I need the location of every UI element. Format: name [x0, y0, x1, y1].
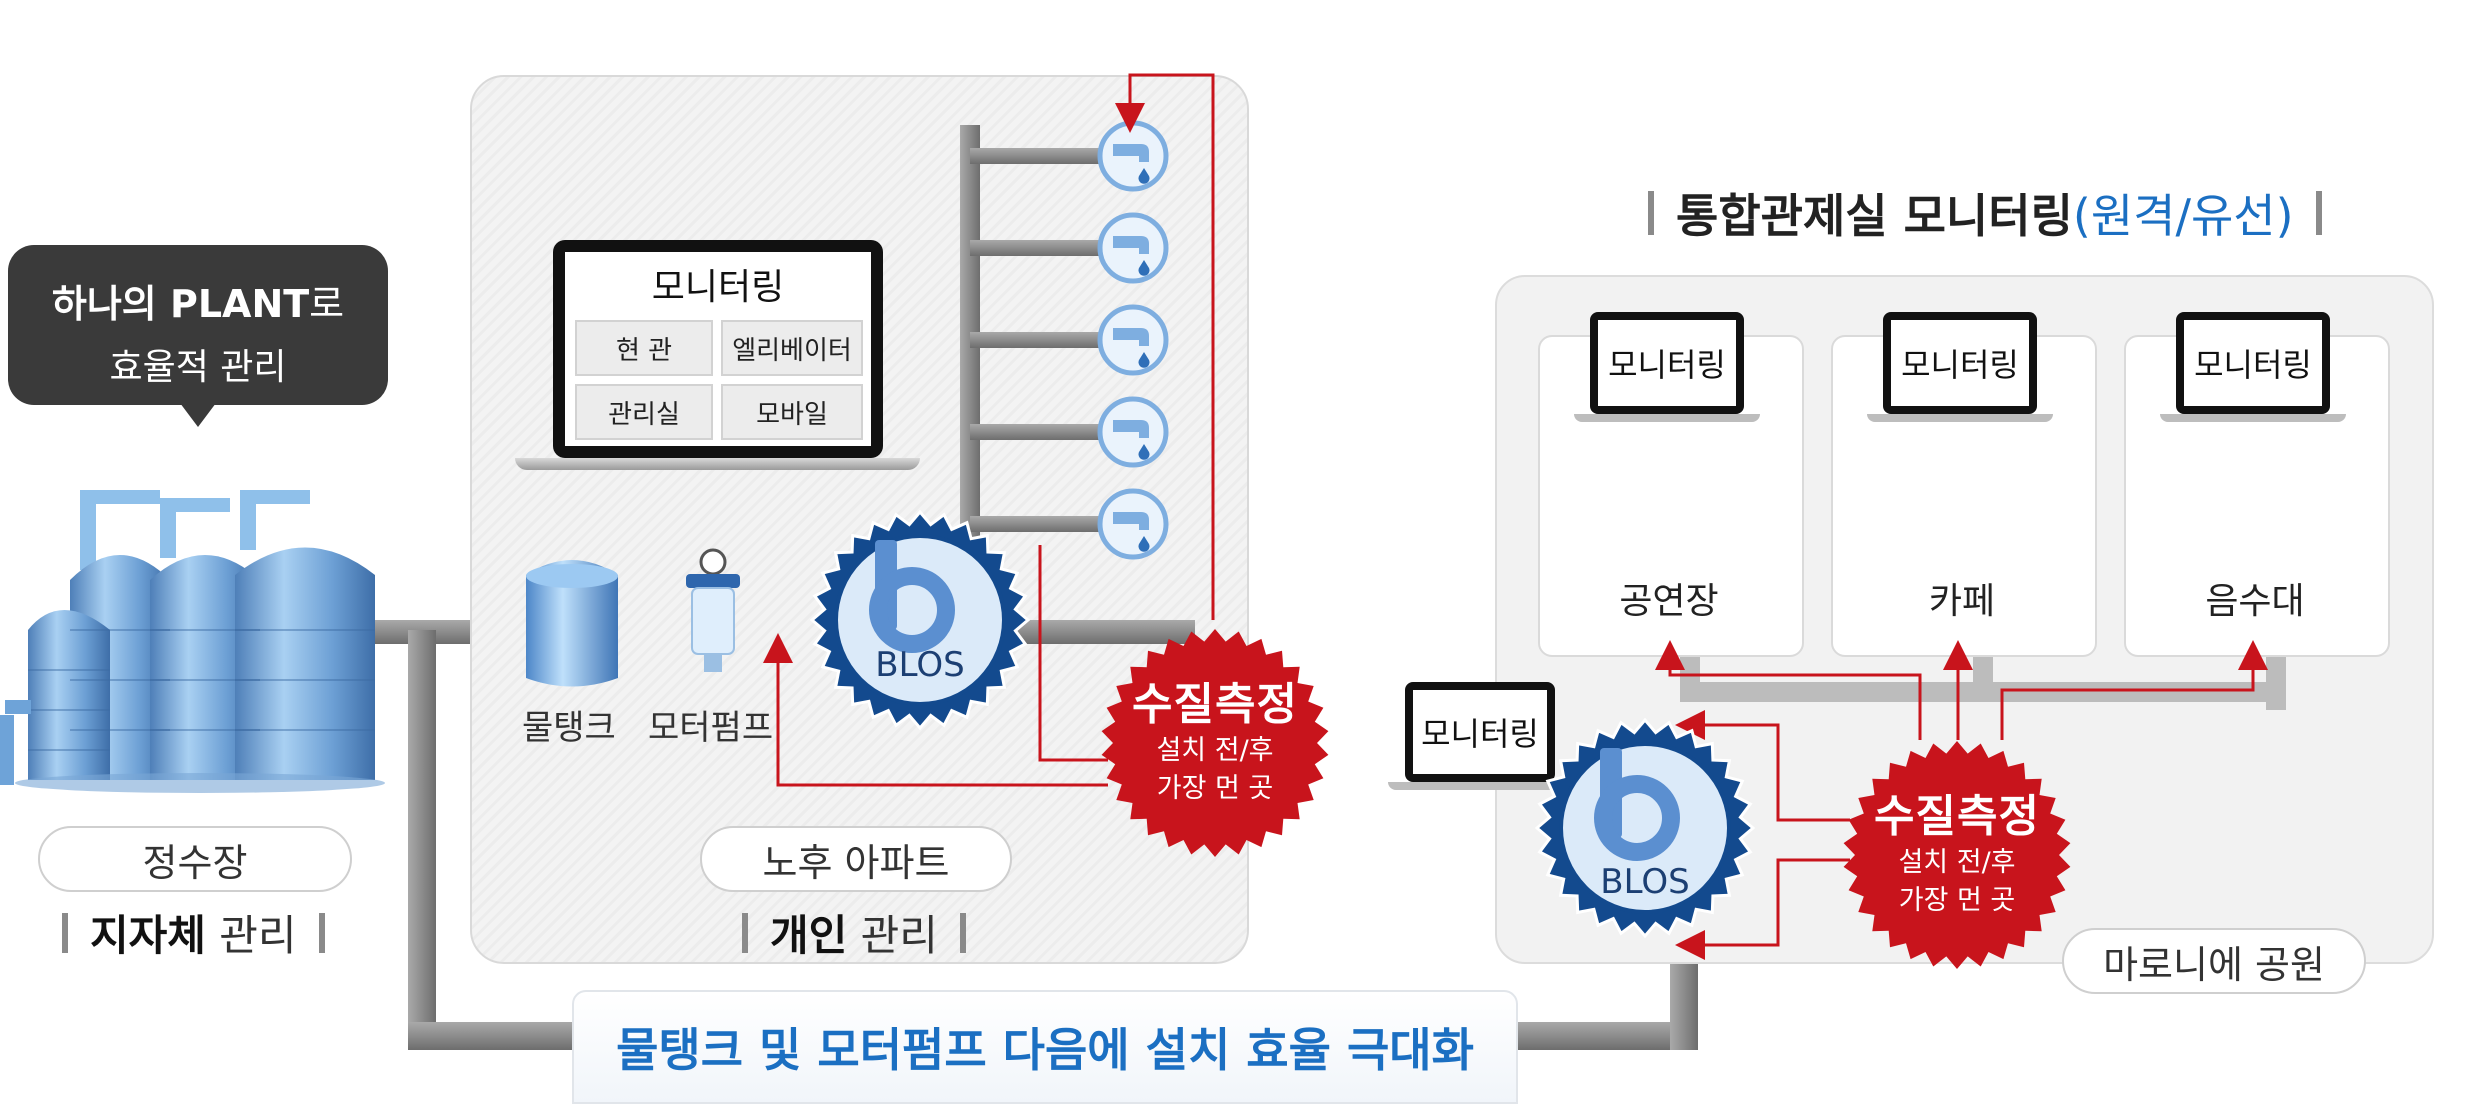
monitor-cell-office: 관리실 [575, 384, 713, 440]
blos-logo-icon [1535, 718, 1755, 938]
divider-bar [2315, 191, 2322, 235]
seal-sub1: 설치 전/후 [1898, 847, 2016, 878]
efficiency-banner: 물탱크 및 모터펌프 다음에 설치 효율 극대화 [572, 990, 1518, 1104]
seal-title: 수질측정 [1132, 679, 1298, 730]
venue-monitor-label: 모니터링 [1598, 320, 1736, 406]
control-room-title-paren: (원격/유선) [2072, 189, 2294, 243]
park-pill-label: 마로니에 공원 [2103, 942, 2325, 987]
divider-bar [62, 912, 68, 953]
blos-logo-icon [810, 510, 1030, 730]
venue-name-cafe: 카페 [1928, 581, 1996, 622]
plant-caption-rest: 관리 [219, 911, 297, 960]
laptop-icon: 모니터링 [1405, 682, 1555, 782]
seal-title: 수질측정 [1874, 791, 2040, 842]
efficiency-banner-text: 물탱크 및 모터펌프 다음에 설치 효율 극대화 [616, 1023, 1474, 1077]
plant-caption: 지자체 관리 [62, 902, 325, 963]
laptop-base [1867, 414, 2053, 422]
plant-caption-bold: 지자체 [90, 911, 206, 960]
water-tank-icon [0, 490, 385, 793]
bubble-suffix: 로 [309, 282, 345, 326]
apartment-pill-label: 노후 아파트 [762, 840, 950, 885]
monitor-cell-entrance: 현 관 [575, 320, 713, 376]
quality-seal-icon [1101, 629, 1329, 857]
plant-pill-label: 정수장 [142, 840, 248, 885]
local-monitor-label: 모니터링 [1413, 690, 1547, 774]
monitor-cell-elevator: 엘리베이터 [721, 320, 863, 376]
venue-name-concert-hall: 공연장 [1619, 581, 1719, 622]
venue-name-fountain: 음수대 [2205, 581, 2305, 622]
laptop-icon: 모니터링 [1883, 312, 2037, 414]
park-pill: 마로니에 공원 [2062, 928, 2366, 994]
blos-label-apartment: BLOS [875, 645, 965, 685]
divider-bar [742, 912, 748, 953]
speech-bubble: 하나의 PLANT로 효율적 관리 [8, 245, 388, 427]
quality-seal-icon [1843, 741, 2071, 969]
laptop-base [1574, 414, 1760, 422]
tank-label: 물탱크 [522, 708, 616, 748]
apartment-caption: 개인 관리 [742, 902, 966, 963]
blos-label-park: BLOS [1600, 862, 1690, 902]
laptop-icon: 모니터링 [2176, 312, 2330, 414]
apartment-monitor-title: 모니터링 [651, 267, 785, 308]
divider-bar [959, 912, 966, 953]
divider-bar [318, 912, 325, 953]
water-tank-icon [526, 560, 618, 687]
control-room-title: 통합관제실 모니터링(원격/유선) [1648, 180, 2322, 246]
laptop-screen: 모니터링 현 관 엘리베이터 관리실 모바일 [565, 252, 871, 446]
control-room-title-main: 통합관제실 모니터링 [1676, 189, 2073, 243]
bubble-line2: 효율적 관리 [109, 347, 287, 388]
apartment-caption-rest: 관리 [860, 911, 938, 960]
bubble-bold-text: 하나의 PLANT [51, 282, 310, 326]
pump-label: 모터펌프 [648, 708, 774, 748]
venue-monitor-label: 모니터링 [2184, 320, 2322, 406]
laptop-base [2160, 414, 2346, 422]
apartment-pill: 노후 아파트 [700, 826, 1012, 892]
venue-monitor-label: 모니터링 [1891, 320, 2029, 406]
pump-filter-icon [686, 548, 740, 672]
laptop-base [515, 458, 920, 470]
monitor-cell-mobile: 모바일 [721, 384, 863, 440]
laptop-icon: 모니터링 현 관 엘리베이터 관리실 모바일 [553, 240, 883, 458]
seal-sub2: 가장 먼 곳 [1156, 773, 1274, 804]
quality-seal-1-text: 수질측정 설치 전/후 가장 먼 곳 [1100, 668, 1330, 808]
apartment-caption-bold: 개인 [770, 911, 848, 960]
seal-sub1: 설치 전/후 [1156, 735, 1274, 766]
divider-bar [1648, 191, 1654, 235]
laptop-base [1388, 782, 1572, 790]
laptop-icon: 모니터링 [1590, 312, 1744, 414]
quality-seal-2-text: 수질측정 설치 전/후 가장 먼 곳 [1842, 780, 2072, 920]
plant-pill: 정수장 [38, 826, 352, 892]
seal-sub2: 가장 먼 곳 [1898, 885, 2016, 916]
